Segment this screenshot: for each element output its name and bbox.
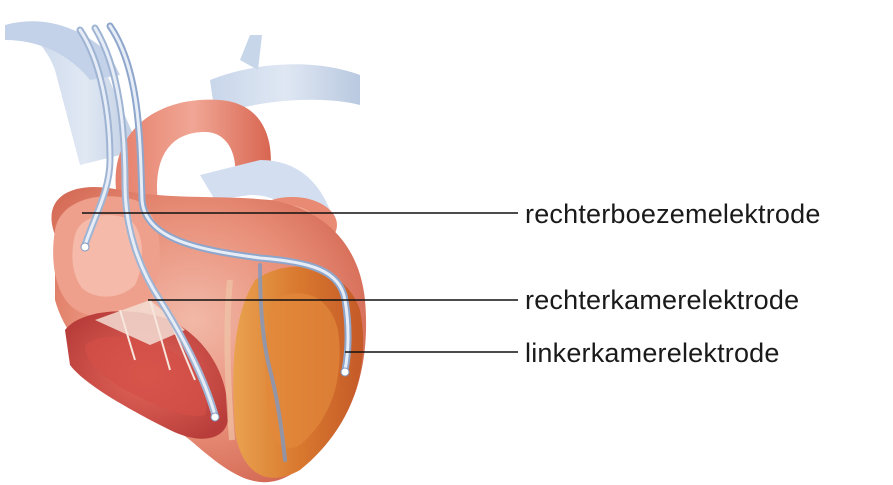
electrode-tip-ra [81,243,89,251]
pulmonary-vessel-small [240,35,262,70]
label-right-ventricle-electrode: rechterkamerelektrode [525,285,799,315]
label-right-atrium-electrode: rechterboezemelektrode [525,199,821,229]
label-left-ventricle-electrode: linkerkamerelektrode [525,338,780,368]
electrode-tip-lv [341,368,349,376]
electrode-tip-rv [211,413,219,421]
